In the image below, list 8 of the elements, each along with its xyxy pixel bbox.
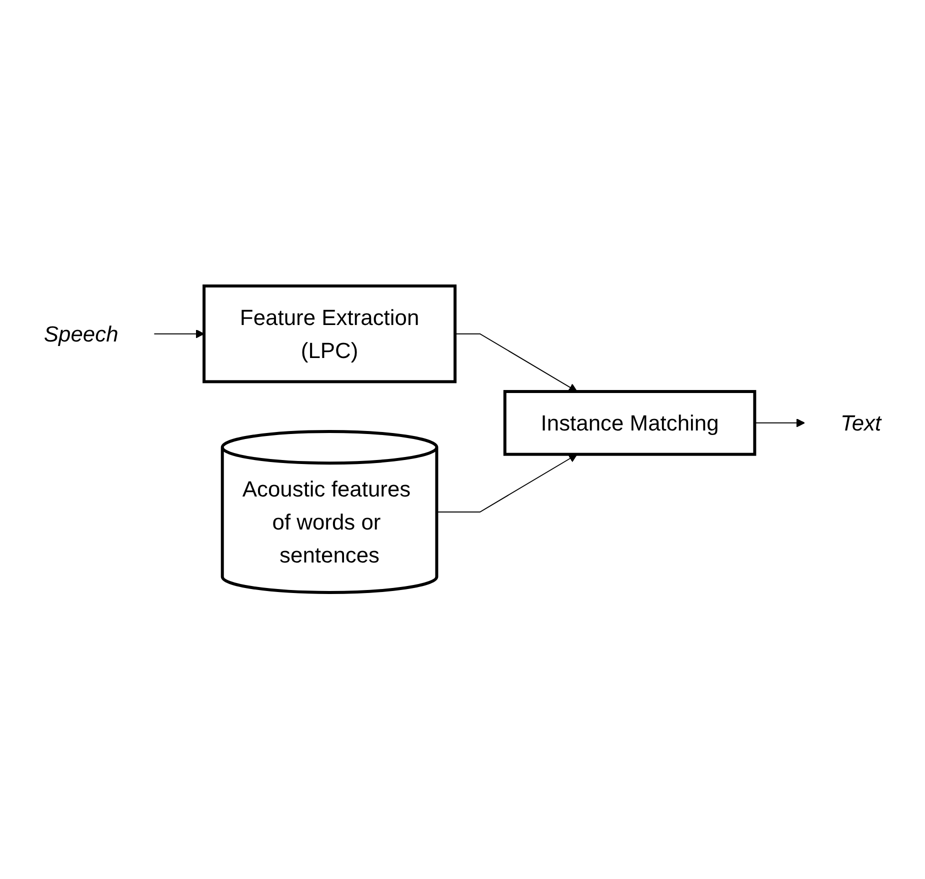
node-text: Speech [44,322,118,347]
arrow [454,334,578,392]
node-text: Text [840,410,882,436]
node-box: Feature Extraction (LPC) [202,284,457,384]
arrow [154,330,204,338]
arrow [754,418,805,428]
node-box: Instance Matching [503,390,756,456]
arrow [436,454,578,513]
